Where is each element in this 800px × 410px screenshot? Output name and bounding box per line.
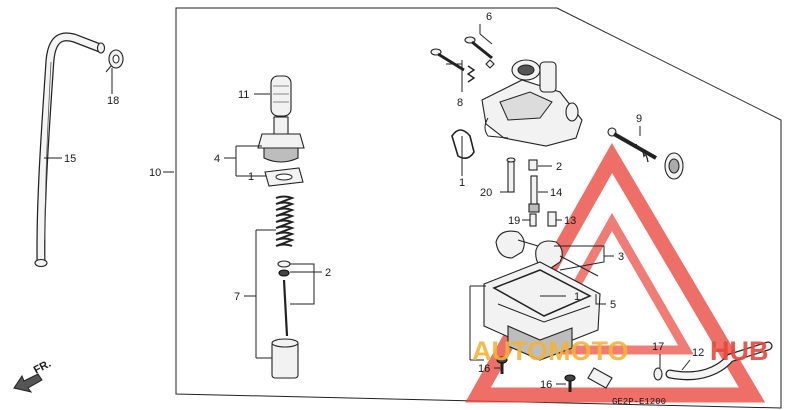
callout-4: 4 [214,153,220,165]
callout-16-left: 16 [478,363,490,375]
callout-20: 20 [480,187,492,199]
pilot-jet-19 [529,213,537,227]
callout-19: 19 [508,215,520,227]
jet-13 [547,211,557,227]
main-jet-2 [528,159,538,171]
callout-17: 17 [652,341,664,353]
assembly-frame [175,7,782,409]
drain-screw [587,367,613,389]
diagram-code: GE2P-E1200 [612,397,666,407]
callout-5: 5 [610,299,616,311]
callout-2-left: 2 [325,267,331,279]
callout-10: 10 [149,167,161,179]
callout-14: 14 [550,187,562,199]
watermark-text-hub: HUB [710,336,769,366]
callout-1-float: 1 [574,291,580,303]
o-ring-1 [451,129,475,160]
leader-lines [44,24,691,385]
top-cap-4 [257,116,305,163]
gasket-1-left [264,167,304,187]
callout-6: 6 [486,11,492,23]
throttle-valve-7 [271,338,299,379]
callout-15: 15 [64,153,76,165]
callout-13: 13 [564,215,576,227]
jet-holder-14 [528,175,540,213]
callout-2-right: 2 [556,161,562,173]
drain-tube-12 [665,341,773,381]
screw-16-left [496,356,508,374]
carburetor-body [481,59,583,147]
hose-clip-18 [105,49,124,73]
jet-needle [282,279,289,337]
callout-1-left: 1 [248,171,254,183]
callout-8: 8 [457,97,463,109]
needle-jet-20 [506,157,516,193]
screw-8 [430,48,476,83]
tube-clip-17 [653,367,663,381]
screw-16-bottom [564,374,576,392]
float-chamber-5 [483,261,601,361]
screw-6 [464,36,495,69]
air-screw-9 [607,127,684,180]
callout-3: 3 [618,251,624,263]
callout-1-oring: 1 [459,177,465,189]
throttle-spring [275,195,295,247]
needle-cap-11 [270,75,292,117]
callout-7: 7 [234,291,240,303]
watermark-text-automoto: AUTOMOTO [472,336,629,366]
callout-12: 12 [692,347,704,359]
callouts: 18 15 10 11 4 1 7 2 6 8 1 2 20 14 19 13 … [64,11,704,391]
callout-11: 11 [238,89,249,101]
callout-16-right: 16 [540,379,552,391]
front-direction-label: FR. [32,358,53,377]
fuel-hose-15 [34,32,106,268]
needle-clip-2 [277,260,291,277]
front-direction-arrow [13,373,43,393]
callout-9: 9 [636,113,642,125]
callout-18: 18 [107,95,119,107]
